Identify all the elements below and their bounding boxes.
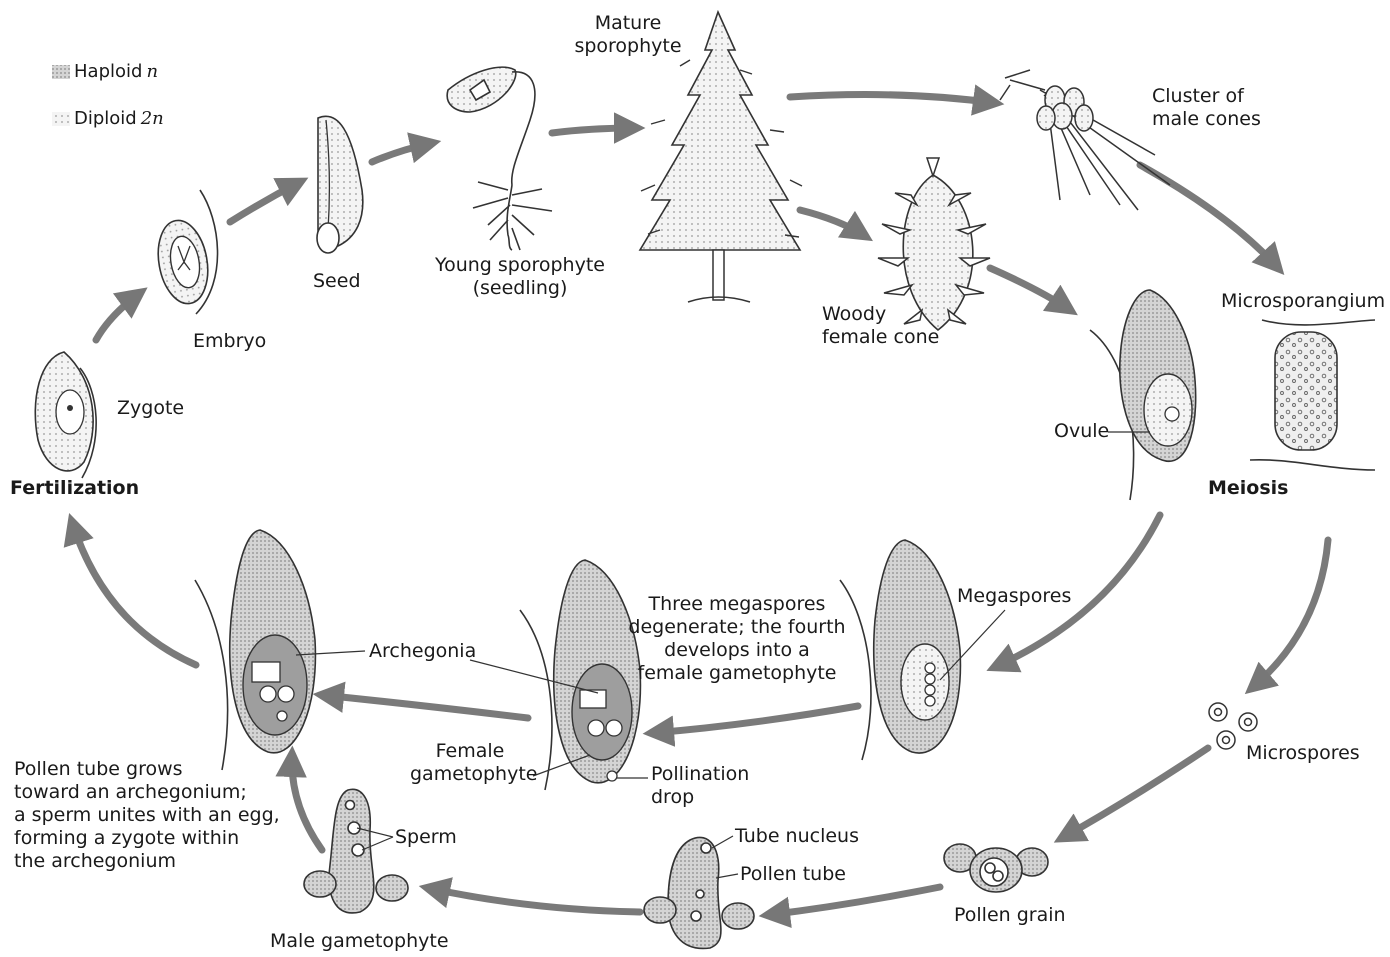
arrow-meiosis-to-microspores xyxy=(1252,540,1328,688)
label-zygote: Zygote xyxy=(117,397,184,420)
legend-haploid-symbol: n xyxy=(146,61,158,83)
arrow-female-cone-to-ovule xyxy=(990,268,1070,310)
label-seed: Seed xyxy=(313,270,361,293)
label-megaspores-note: Three megaspores degenerate; the fourth … xyxy=(627,593,847,685)
label-pollen-tube: Pollen tube xyxy=(740,863,846,886)
label-mature-sporophyte: Mature sporophyte xyxy=(568,12,688,58)
arrow-male-gametophyte-to-ovule xyxy=(292,755,322,850)
ovule xyxy=(1090,290,1196,500)
arrow-pollen-tube-to-male-gametophyte xyxy=(428,888,640,912)
arrow-embryo-to-seed xyxy=(230,182,300,222)
arrow-microspores-to-pollen-grain xyxy=(1062,748,1208,838)
haploid-swatch xyxy=(52,65,70,79)
label-microsporangium: Microsporangium xyxy=(1221,290,1385,313)
label-tube-nucleus: Tube nucleus xyxy=(735,825,859,848)
arrow-seedling-to-tree xyxy=(552,128,636,133)
label-meiosis: Meiosis xyxy=(1208,477,1289,500)
arrow-male-cones-to-microsporangium xyxy=(1140,165,1278,268)
male-cone-cluster xyxy=(1000,70,1170,210)
germinating-pollen-grain xyxy=(644,837,754,948)
label-archegonia: Archegonia xyxy=(369,640,476,663)
label-cluster-male-cones: Cluster of male cones xyxy=(1152,85,1261,131)
label-pollen-grain: Pollen grain xyxy=(954,904,1066,927)
label-female-gametophyte: Female gametophyte xyxy=(410,740,530,786)
legend-diploid-label: Diploid xyxy=(74,108,137,130)
female-gametophyte-ovule xyxy=(520,560,640,790)
megaspore-ovule xyxy=(840,540,960,760)
seedling xyxy=(447,67,552,250)
label-microspores: Microspores xyxy=(1246,742,1360,765)
label-pollen-tube-note: Pollen tube grows toward an archegonium;… xyxy=(14,758,280,873)
seed xyxy=(317,116,363,253)
label-sperm: Sperm xyxy=(395,826,457,849)
diploid-swatch xyxy=(52,112,70,126)
legend-diploid: Diploid 2n xyxy=(74,108,164,130)
label-woody-female-cone: Woody female cone xyxy=(822,303,939,349)
embryo xyxy=(152,190,217,314)
arrow-seed-to-seedling xyxy=(372,143,432,162)
pollen-grain xyxy=(944,844,1048,892)
microsporangium xyxy=(1250,320,1375,470)
zygote-ovule xyxy=(35,352,96,478)
legend-haploid: Haploid n xyxy=(74,61,158,83)
label-pollination-drop: Pollination drop xyxy=(651,763,749,809)
arrow-archegonium-to-fertilization xyxy=(72,522,196,665)
label-ovule: Ovule xyxy=(1054,420,1109,443)
arrow-megaspores-to-female-gametophyte xyxy=(652,706,858,733)
arrow-zygote-to-embryo xyxy=(96,293,140,340)
arrow-female-gametophyte-to-archegonia xyxy=(322,695,528,718)
label-fertilization: Fertilization xyxy=(10,477,139,500)
leader-tube-nucleus xyxy=(712,836,733,848)
archegonia-ovule xyxy=(195,530,315,770)
arrow-pollen-grain-to-pollen-tube xyxy=(768,887,940,915)
arrow-tree-to-female-cone xyxy=(800,210,865,236)
label-male-gametophyte: Male gametophyte xyxy=(270,930,449,953)
label-embryo: Embryo xyxy=(193,330,266,353)
label-megaspores: Megaspores xyxy=(957,585,1071,608)
legend-diploid-symbol: 2n xyxy=(141,108,164,130)
arrow-tree-to-male-cones xyxy=(790,95,995,103)
label-young-sporophyte: Young sporophyte (seedling) xyxy=(425,254,615,300)
legend-haploid-label: Haploid xyxy=(74,61,142,83)
